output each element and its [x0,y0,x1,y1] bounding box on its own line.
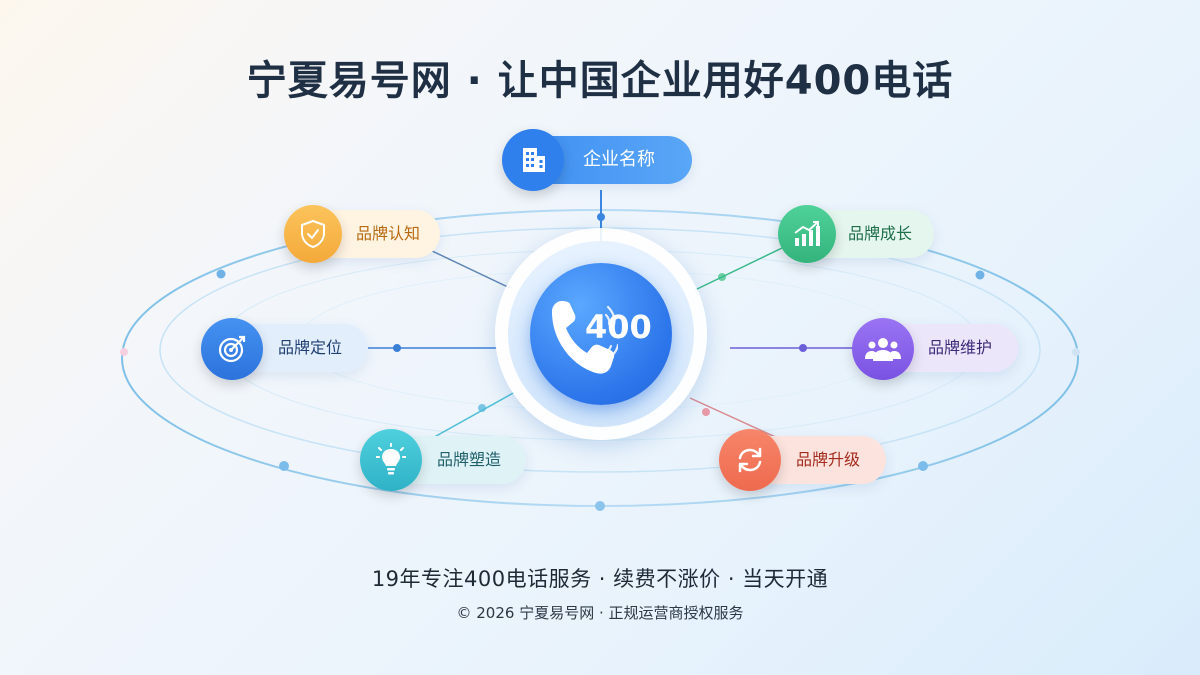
hub-number: 400 [585,308,652,346]
node-awareness-label: 品牌认知 [356,224,421,243]
copyright: © 2026 宁夏易号网 · 正规运营商授权服务 [456,604,744,622]
users-icon [852,318,914,380]
target-icon [201,318,263,380]
building-icon [502,129,564,191]
tagline: 19年专注400电话服务 · 续费不涨价 · 当天开通 [371,567,829,591]
node-company-label: 企业名称 [583,149,655,170]
bulb-icon [360,429,422,491]
chart-icon [778,205,836,263]
refresh-icon [719,429,781,491]
shield-icon [284,205,342,263]
page-title: 宁夏易号网 · 让中国企业用好400电话 [246,58,954,104]
node-upgrade-label: 品牌升级 [796,450,861,469]
node-maintenance-label: 品牌维护 [928,338,993,357]
node-growth-label: 品牌成长 [848,224,913,243]
hub-400-button[interactable] [530,263,672,405]
node-shaping-label: 品牌塑造 [437,450,502,469]
phone-icon [552,301,618,374]
node-positioning-label: 品牌定位 [278,338,343,357]
